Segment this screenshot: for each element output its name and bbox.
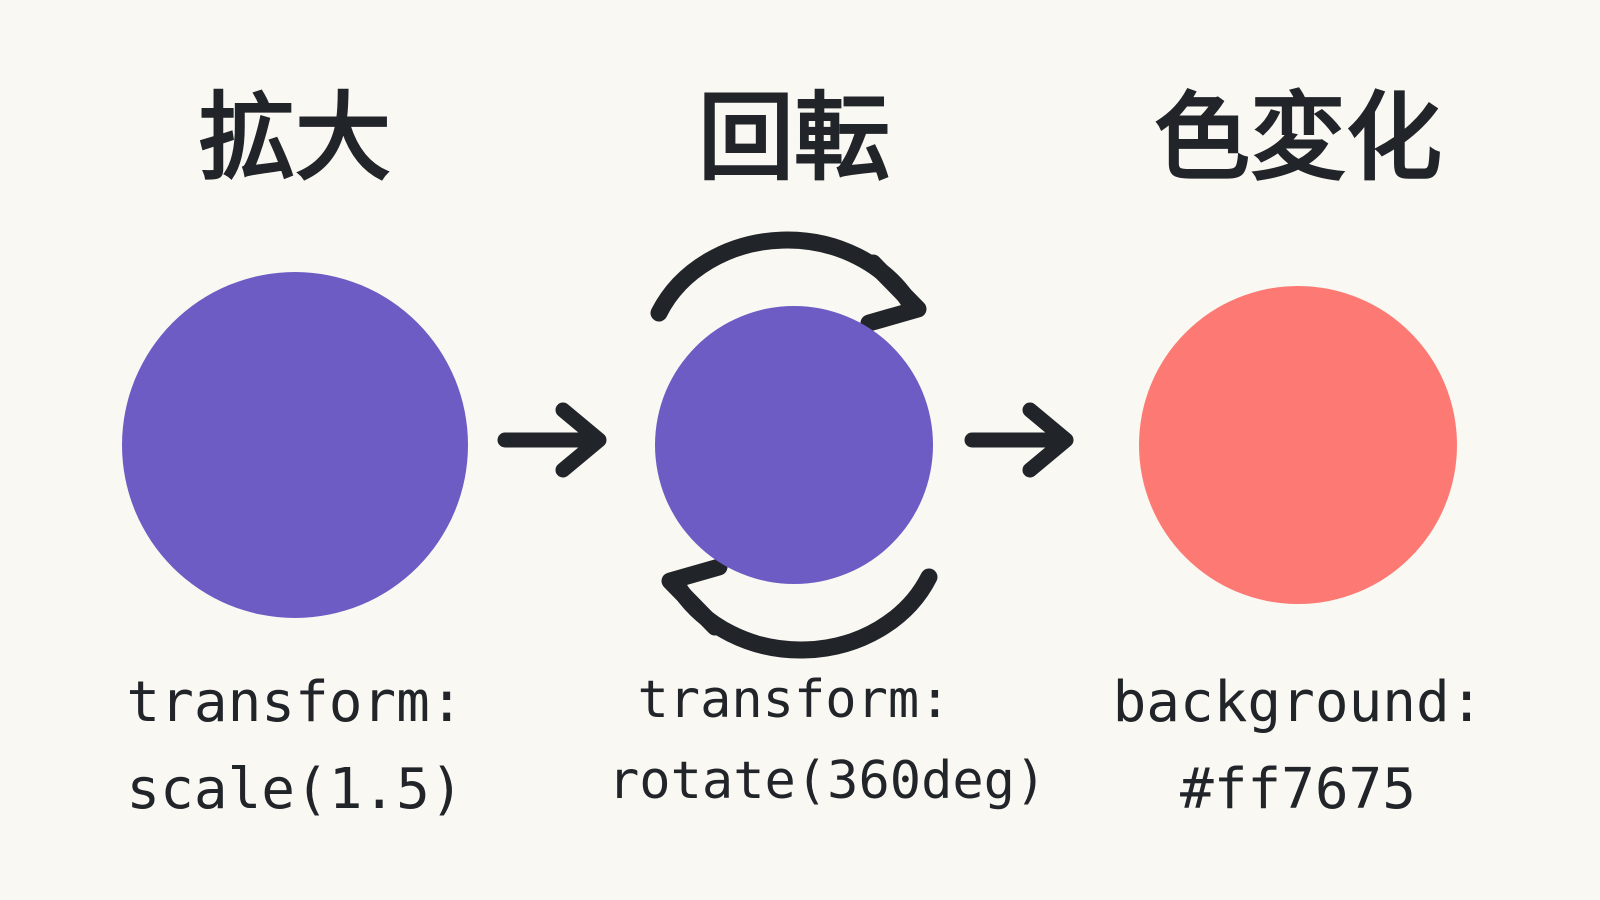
step-rotate-caption-line2: rotate(360deg)	[608, 750, 1047, 811]
step-scale-heading: 拡大	[199, 82, 391, 194]
step-color-caption-line1: background:	[1112, 670, 1484, 735]
step-color-heading: 色変化	[1154, 82, 1442, 194]
step-color-caption: background: #ff7675	[1048, 660, 1548, 834]
arrow-right-icon	[964, 402, 1074, 478]
connector-arrow-1	[495, 398, 615, 482]
step-scale-caption-line2: scale(1.5)	[126, 756, 464, 822]
step-scale-caption: transform: scale(1.5)	[60, 660, 530, 834]
step-scale: 拡大 transform: scale(1.5)	[60, 0, 530, 900]
step-rotate-caption: transform: rotate(360deg)	[608, 660, 1047, 821]
step-scale-caption-line1: transform:	[126, 670, 464, 735]
recolored-circle-shape	[1139, 286, 1457, 604]
step-scale-shape-area	[60, 265, 530, 625]
step-color: 色変化 background: #ff7675	[1048, 0, 1548, 900]
connector-arrow-2	[962, 398, 1082, 482]
step-rotate: 回転 transform: rotate(360deg)	[608, 0, 1047, 900]
step-color-caption-line2: #ff7675	[1179, 756, 1416, 822]
rotating-circle-shape	[655, 306, 933, 584]
step-rotate-caption-line1: transform:	[637, 670, 951, 730]
step-rotate-shape-area	[608, 231, 980, 659]
arrow-right-icon	[497, 402, 607, 478]
scaled-circle-shape	[122, 272, 468, 618]
step-color-shape-area	[1048, 265, 1548, 625]
step-rotate-heading: 回転	[698, 82, 890, 194]
